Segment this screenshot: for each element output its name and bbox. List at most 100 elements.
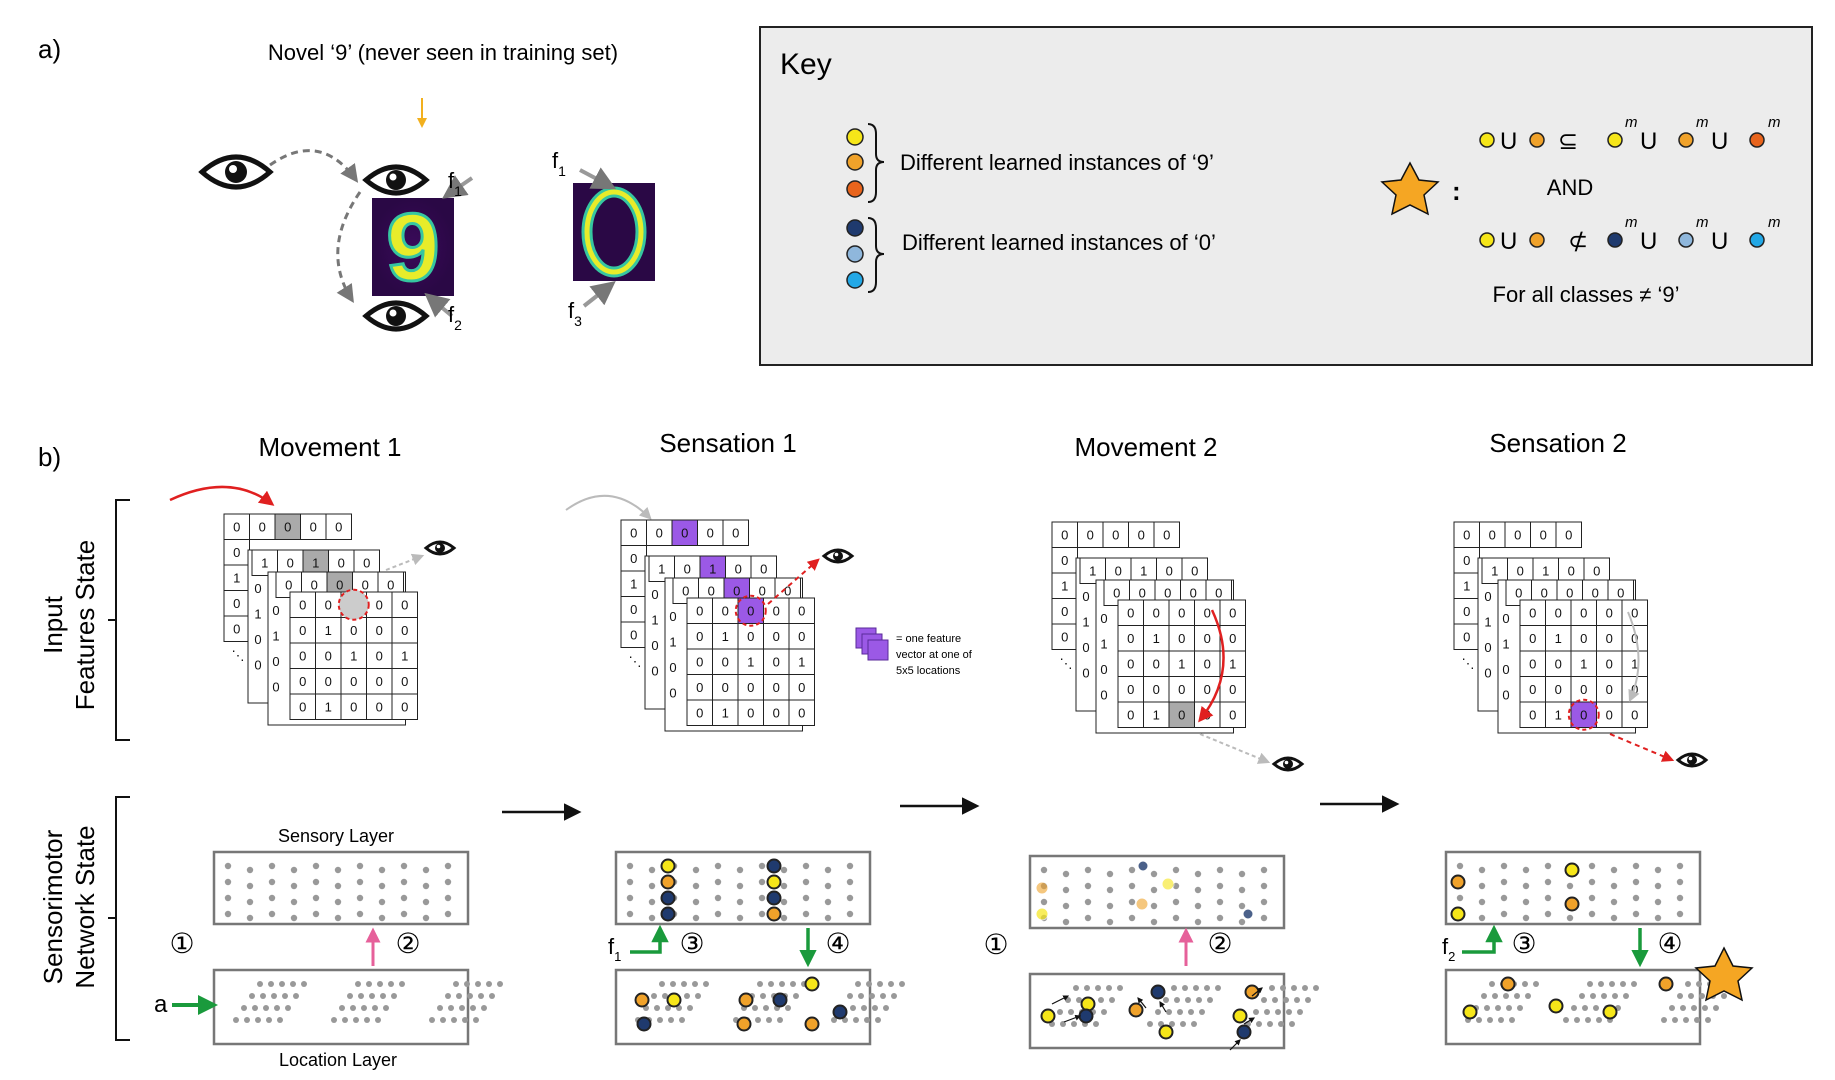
neuron-dot bbox=[853, 1017, 859, 1023]
neuron-dot bbox=[763, 1005, 769, 1011]
active-neuron bbox=[1158, 1024, 1174, 1040]
neuron-dot bbox=[369, 993, 375, 999]
step-marker: ④ bbox=[825, 928, 850, 959]
grid-cell-value: 1 bbox=[1491, 563, 1498, 578]
svg-text:vector at one of: vector at one of bbox=[896, 649, 973, 661]
grid-cell-value: 0 bbox=[299, 597, 306, 612]
ellipsis: ⋱ bbox=[1462, 656, 1475, 671]
ellipsis: ⋱ bbox=[1060, 656, 1073, 671]
neuron-dot bbox=[356, 862, 364, 870]
neuron-dot bbox=[268, 894, 276, 902]
neuron-dot bbox=[1503, 993, 1509, 999]
neuron-dot bbox=[758, 878, 766, 886]
neuron-dot bbox=[1084, 985, 1090, 991]
neuron-dot bbox=[1188, 1009, 1194, 1015]
neuron-dot bbox=[1525, 993, 1531, 999]
neuron-dot bbox=[399, 981, 405, 987]
neuron-dot bbox=[1076, 997, 1082, 1003]
saccade-arrow bbox=[269, 149, 359, 183]
neuron-dot bbox=[1620, 981, 1626, 987]
dot-yellow bbox=[1479, 132, 1495, 148]
grid-cell-value: 0 bbox=[350, 699, 357, 714]
green-arrow bbox=[630, 924, 669, 954]
active-neuron bbox=[1035, 881, 1049, 895]
neuron-dot bbox=[736, 882, 744, 890]
grid-cell-value: 0 bbox=[1204, 682, 1211, 697]
dot-orange bbox=[1529, 232, 1545, 248]
neuron-dot bbox=[1683, 1017, 1689, 1023]
grid-cell-value: 0 bbox=[696, 705, 703, 720]
grid-cell-value: 0 bbox=[1540, 527, 1547, 542]
neuron-dot bbox=[1571, 1005, 1577, 1011]
neuron-dot bbox=[1544, 894, 1552, 902]
neuron-dot bbox=[358, 993, 364, 999]
grid-cell bbox=[1453, 623, 1480, 650]
neuron-dot bbox=[790, 981, 796, 987]
neuron-dot bbox=[858, 993, 864, 999]
neuron-dot bbox=[847, 993, 853, 999]
grid-cell-value: 0 bbox=[1100, 662, 1107, 677]
neuron-dot bbox=[1065, 997, 1071, 1003]
neuron-dot bbox=[444, 878, 452, 886]
neuron-dot bbox=[1713, 1005, 1719, 1011]
grid-cell-value: 0 bbox=[254, 632, 261, 647]
eye-glint bbox=[834, 552, 839, 557]
ellipsis: ⋱ bbox=[629, 654, 642, 669]
eye-icon bbox=[821, 548, 855, 564]
subset-symbol: ⊆ bbox=[1558, 128, 1578, 155]
neuron-dot bbox=[224, 862, 232, 870]
m-superscript: m bbox=[1768, 114, 1781, 131]
neuron-dot bbox=[1566, 914, 1574, 922]
neuron-dot bbox=[268, 862, 276, 870]
neuron-dot bbox=[1588, 894, 1596, 902]
grid-cell-value: 0 bbox=[722, 603, 729, 618]
grid-cell-value: 1 bbox=[1061, 578, 1068, 593]
neuron-dot bbox=[1705, 1017, 1711, 1023]
grid-cell-value: 0 bbox=[1190, 585, 1197, 600]
grid-cell-value: 0 bbox=[325, 597, 332, 612]
grid-cell-value: 0 bbox=[798, 680, 805, 695]
neuron-dot bbox=[846, 878, 854, 886]
shift-arrow bbox=[1051, 995, 1070, 1005]
grid-cell-value: 0 bbox=[1139, 585, 1146, 600]
grid-cell-value: 0 bbox=[1166, 563, 1173, 578]
grid-cell-value: 1 bbox=[325, 623, 332, 638]
grid-cell-value: 0 bbox=[311, 577, 318, 592]
grid-cell bbox=[1077, 521, 1104, 548]
grid-cell bbox=[366, 668, 393, 695]
neuron-dot bbox=[780, 882, 788, 890]
grid-cell bbox=[1219, 701, 1246, 728]
star-icon bbox=[1380, 161, 1440, 216]
grid-cell bbox=[788, 623, 815, 650]
neuron-dot bbox=[1098, 997, 1104, 1003]
grid-cell-value: 1 bbox=[325, 699, 332, 714]
grid-cell-value: 0 bbox=[233, 519, 240, 534]
grid-cell bbox=[366, 642, 393, 669]
grid-cell bbox=[1219, 625, 1246, 652]
neuron-dot bbox=[692, 914, 700, 922]
grid-cell-value: 0 bbox=[1153, 682, 1160, 697]
step-marker: ① bbox=[169, 928, 194, 959]
neuron-dot bbox=[478, 993, 484, 999]
neuron-dot bbox=[824, 866, 832, 874]
shift-arrow bbox=[1159, 1000, 1167, 1013]
neuron-dot bbox=[1456, 862, 1464, 870]
grid-cell-value: 0 bbox=[376, 699, 383, 714]
neuron-dot bbox=[1040, 898, 1048, 906]
grid-cell bbox=[674, 555, 701, 582]
grid-cell-value: 0 bbox=[272, 654, 279, 669]
active-neuron bbox=[766, 906, 782, 922]
neuron-dot bbox=[1207, 997, 1213, 1003]
grid-cell-value: 0 bbox=[773, 705, 780, 720]
grid-cell bbox=[1143, 676, 1170, 703]
feature-label: f1 bbox=[448, 168, 462, 199]
neuron-dot bbox=[1040, 866, 1048, 874]
neuron-dot bbox=[866, 981, 872, 987]
neuron-dot bbox=[290, 866, 298, 874]
grid-cell-value: 0 bbox=[1529, 707, 1536, 722]
grid-cell bbox=[1079, 557, 1106, 584]
grid-cell bbox=[223, 615, 250, 642]
grid-cell-value: 0 bbox=[1606, 631, 1613, 646]
